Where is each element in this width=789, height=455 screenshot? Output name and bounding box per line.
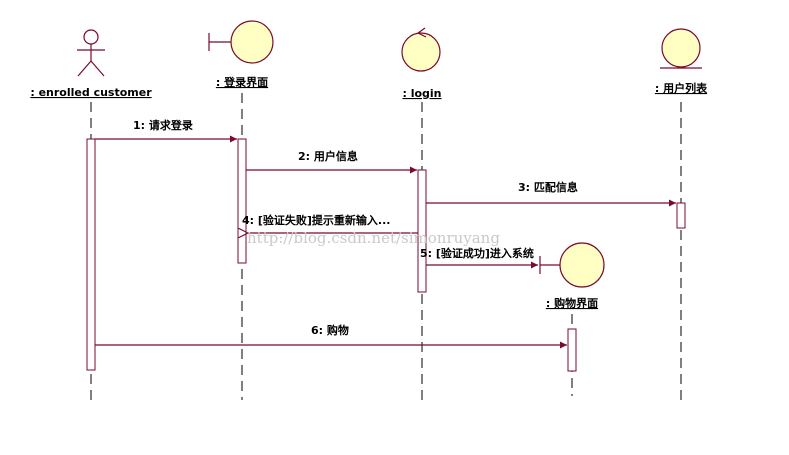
activation-login	[417, 169, 427, 293]
boundary-icon	[208, 20, 274, 64]
activation-user-list	[676, 202, 686, 229]
participant-label-shopping-ui: : 购物界面	[546, 296, 598, 310]
participant-label-login: : login	[402, 87, 441, 100]
participant-label-user-list: : 用户列表	[655, 81, 708, 95]
activation-login-ui	[237, 138, 247, 264]
message-label-5: 5: [验证成功]进入系统	[420, 246, 534, 260]
message-label-2: 2: 用户信息	[298, 149, 358, 163]
activation-shopping-ui	[567, 328, 577, 372]
actor-icon	[77, 29, 105, 77]
participant-label-login-ui: : 登录界面	[216, 75, 268, 89]
message-label-6: 6: 购物	[311, 323, 349, 337]
activation-customer	[86, 138, 96, 371]
control-icon	[401, 27, 441, 72]
watermark-text: http://blog.csdn.net/simonruyang	[247, 229, 500, 247]
message-label-1: 1: 请求登录	[133, 118, 193, 132]
entity-icon	[660, 28, 702, 69]
message-label-4: 4: [验证失败]提示重新输入...	[242, 213, 390, 227]
boundary-icon-shopping	[539, 242, 605, 288]
participant-label-customer: : enrolled customer	[30, 86, 152, 99]
message-label-3: 3: 匹配信息	[518, 180, 578, 194]
